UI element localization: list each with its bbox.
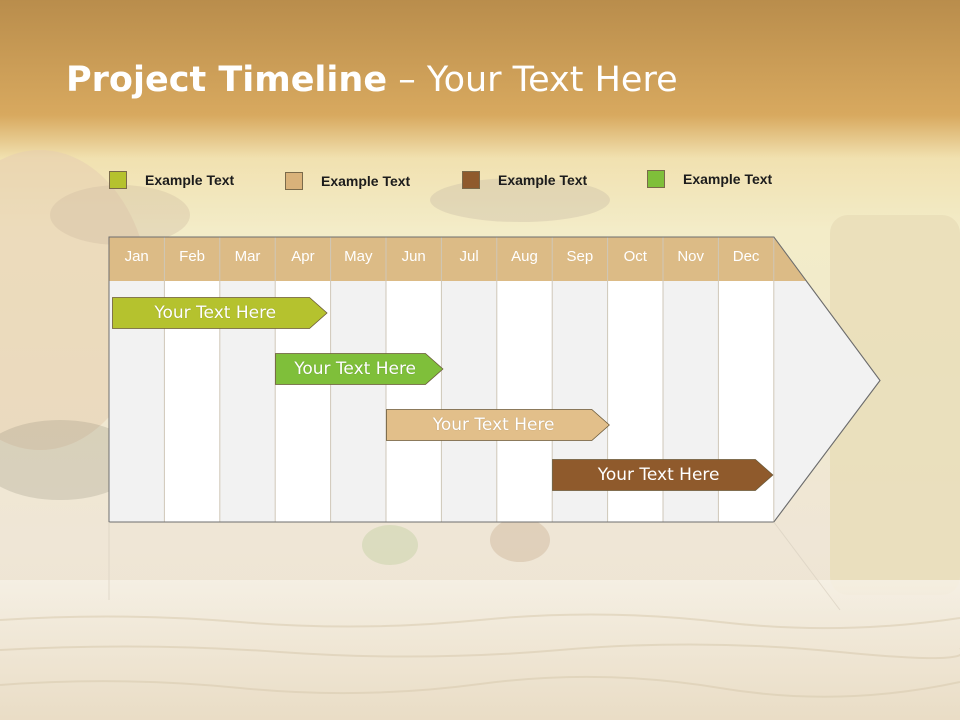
task-arrow: Your Text Here bbox=[552, 459, 774, 491]
month-label: Jul bbox=[459, 248, 479, 265]
timeline-reflection bbox=[108, 521, 841, 611]
task-label: Your Text Here bbox=[154, 303, 277, 323]
month-column bbox=[330, 281, 386, 522]
legend-swatch bbox=[647, 170, 665, 188]
task-arrow-fill bbox=[275, 353, 444, 385]
legend-swatch bbox=[285, 172, 303, 190]
month-label: Aug bbox=[511, 248, 538, 265]
legend-label: Example Text bbox=[498, 172, 588, 188]
title-bold: Project Timeline bbox=[66, 60, 388, 100]
task-arrow-fill bbox=[552, 459, 774, 491]
legend-label: Example Text bbox=[321, 173, 411, 189]
slide-title: Project Timeline – Your Text Here bbox=[66, 60, 678, 100]
month-label: Nov bbox=[677, 248, 705, 265]
month-label: Oct bbox=[623, 248, 647, 265]
month-column bbox=[386, 281, 442, 522]
month-column bbox=[496, 281, 553, 522]
timeline-header-band bbox=[109, 237, 807, 281]
task-label: Your Text Here bbox=[597, 465, 720, 485]
task-arrow-shape bbox=[552, 459, 774, 491]
task-arrow-shape bbox=[386, 409, 611, 441]
legend-swatch bbox=[462, 171, 480, 189]
legend-label: Example Text bbox=[145, 172, 235, 188]
month-label: Feb bbox=[179, 248, 206, 265]
task-arrow: Your Text Here bbox=[275, 353, 444, 385]
title-rest: – Your Text Here bbox=[387, 60, 678, 100]
task-label: Your Text Here bbox=[432, 415, 555, 435]
legend-item: Example Text bbox=[109, 171, 234, 189]
legend-item: Example Text bbox=[462, 171, 587, 189]
timeline-outline bbox=[108, 236, 881, 523]
legend-label: Example Text bbox=[683, 171, 773, 187]
legend-item: Example Text bbox=[285, 172, 410, 190]
month-label: Jun bbox=[401, 248, 426, 265]
legend-swatch bbox=[109, 171, 127, 189]
legend-item: Example Text bbox=[647, 170, 772, 188]
task-arrow-fill bbox=[112, 297, 328, 329]
task-label: Your Text Here bbox=[294, 359, 417, 379]
month-column bbox=[441, 281, 497, 522]
month-label: Jan bbox=[124, 248, 149, 265]
task-arrow-shape bbox=[275, 353, 444, 385]
task-arrow-shape bbox=[112, 297, 328, 329]
task-arrow-fill bbox=[386, 409, 611, 441]
task-arrow: Your Text Here bbox=[386, 409, 611, 441]
month-label: May bbox=[344, 248, 373, 265]
month-label: Dec bbox=[732, 248, 760, 265]
month-label: Apr bbox=[291, 248, 315, 265]
month-label: Mar bbox=[234, 248, 261, 265]
task-arrow: Your Text Here bbox=[112, 297, 328, 329]
month-label: Sep bbox=[566, 248, 594, 265]
